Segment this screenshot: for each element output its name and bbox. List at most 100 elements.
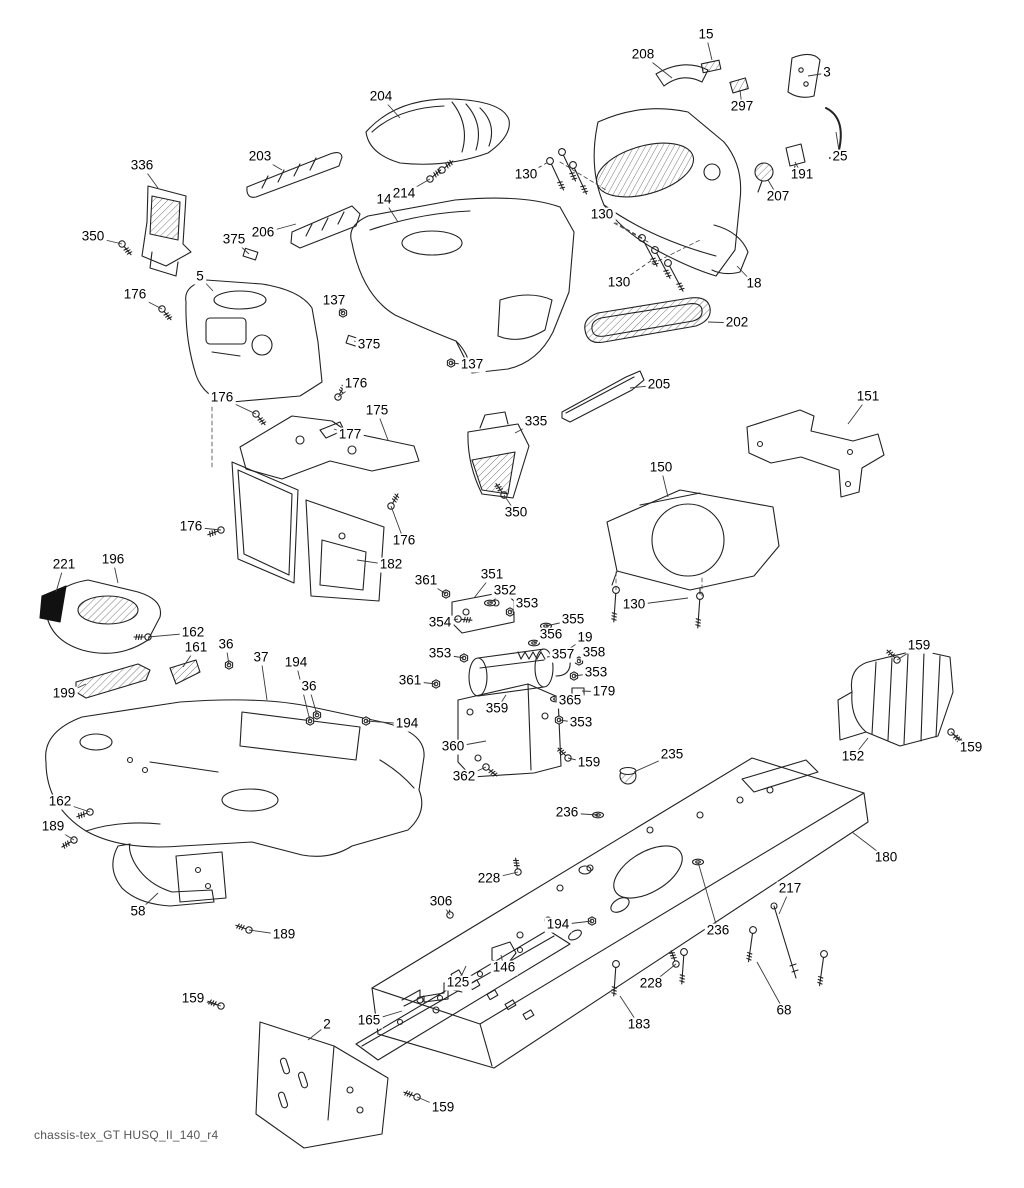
part-bracket-151 (746, 409, 885, 498)
callout-25: 25 (830, 148, 850, 165)
part-hood-top-204 (365, 98, 510, 165)
callout-191: 191 (788, 166, 816, 183)
callout-236: 236 (704, 922, 732, 939)
part-spring-357 (517, 651, 546, 660)
callout-358: 358 (580, 644, 608, 661)
callout-205: 205 (645, 376, 673, 393)
callout-15: 15 (696, 26, 716, 43)
part-strap-bracket-58 (112, 843, 227, 907)
part-heat-shield-360 (457, 683, 562, 778)
part-hood-shell-right-18 (593, 108, 749, 277)
part-vent-strip-206 (290, 205, 361, 249)
callout-362: 362 (450, 768, 478, 785)
callout-359: 359 (483, 700, 511, 717)
callout-350: 350 (502, 504, 530, 521)
callout-194: 194 (282, 654, 310, 671)
callout-353: 353 (582, 664, 610, 681)
callout-176: 176 (208, 389, 236, 406)
part-trim-205 (561, 370, 645, 423)
part-fender-deck-37 (45, 699, 425, 857)
callout-176: 176 (121, 286, 149, 303)
callout-5: 5 (194, 268, 206, 285)
callout-353: 353 (567, 714, 595, 731)
callout-217: 217 (776, 880, 804, 897)
callout-228: 228 (475, 870, 503, 887)
part-grip-221 (39, 585, 67, 623)
part-frame-180 (371, 757, 869, 1069)
callout-375: 375 (355, 336, 383, 353)
callout-68: 68 (774, 1002, 794, 1019)
callout-207: 207 (764, 188, 792, 205)
callout-2: 2 (321, 1016, 333, 1033)
callout-353: 353 (513, 595, 541, 612)
callout-228: 228 (637, 975, 665, 992)
part-clip-297 (729, 77, 749, 94)
callout-162: 162 (46, 793, 74, 810)
leader-line-236 (697, 861, 719, 932)
callout-146: 146 (490, 959, 518, 976)
part-pad-161 (169, 659, 201, 685)
callout-159: 159 (179, 990, 207, 1007)
callout-162: 162 (179, 624, 207, 641)
callout-165: 165 (355, 1012, 383, 1029)
callout-159: 159 (957, 739, 985, 756)
callout-336: 336 (128, 157, 156, 174)
callout-354: 354 (426, 614, 454, 631)
part-clip-146 (491, 941, 517, 967)
callout-159: 159 (575, 754, 603, 771)
callout-180: 180 (872, 849, 900, 866)
callout-196: 196 (99, 551, 127, 568)
callout-189: 189 (39, 818, 67, 835)
callout-194: 194 (544, 916, 572, 933)
callout-159: 159 (429, 1099, 457, 1116)
part-front-plate-2 (255, 1021, 389, 1149)
callout-204: 204 (367, 88, 395, 105)
part-grille-202 (584, 297, 711, 344)
callout-179: 179 (590, 683, 618, 700)
callout-297: 297 (728, 98, 756, 115)
callout-353: 353 (426, 645, 454, 662)
part-clip-15 (700, 59, 722, 74)
callout-175: 175 (363, 402, 391, 419)
callout-352: 352 (491, 582, 519, 599)
callout-130: 130 (512, 166, 540, 183)
callout-159: 159 (905, 637, 933, 654)
callout-18: 18 (744, 275, 764, 292)
callout-137: 137 (458, 356, 486, 373)
callout-137: 137 (320, 292, 348, 309)
callout-189: 189 (270, 926, 298, 943)
part-plug-235 (619, 766, 637, 785)
callout-356: 356 (537, 626, 565, 643)
callout-36: 36 (299, 678, 319, 695)
callout-152: 152 (839, 748, 867, 765)
callout-360: 360 (439, 738, 467, 755)
callout-203: 203 (246, 148, 274, 165)
callout-199: 199 (50, 685, 78, 702)
callout-365: 365 (556, 692, 584, 709)
part-air-duct-336 (141, 185, 192, 277)
part-side-panels-182 (231, 461, 385, 602)
callout-130: 130 (620, 596, 648, 613)
callout-375: 375 (220, 231, 248, 248)
callout-176: 176 (342, 375, 370, 392)
part-rod-217 (770, 902, 799, 979)
callout-19: 19 (575, 629, 595, 646)
part-grille-strip-203 (246, 151, 343, 198)
callout-357: 357 (549, 646, 577, 663)
leader-line-68 (756, 961, 785, 1012)
part-headlight-strip-208 (655, 64, 709, 87)
callout-206: 206 (249, 224, 277, 241)
callout-58: 58 (128, 903, 148, 920)
callout-350: 350 (79, 228, 107, 245)
callout-202: 202 (723, 314, 751, 331)
callout-150: 150 (647, 459, 675, 476)
part-panel-3 (787, 53, 821, 98)
callout-36: 36 (216, 636, 236, 653)
part-muffler-359 (468, 648, 554, 697)
callout-37: 37 (251, 649, 271, 666)
callout-182: 182 (377, 556, 405, 573)
part-grommet-207 (754, 162, 774, 193)
part-fender-infill-196 (45, 579, 162, 654)
